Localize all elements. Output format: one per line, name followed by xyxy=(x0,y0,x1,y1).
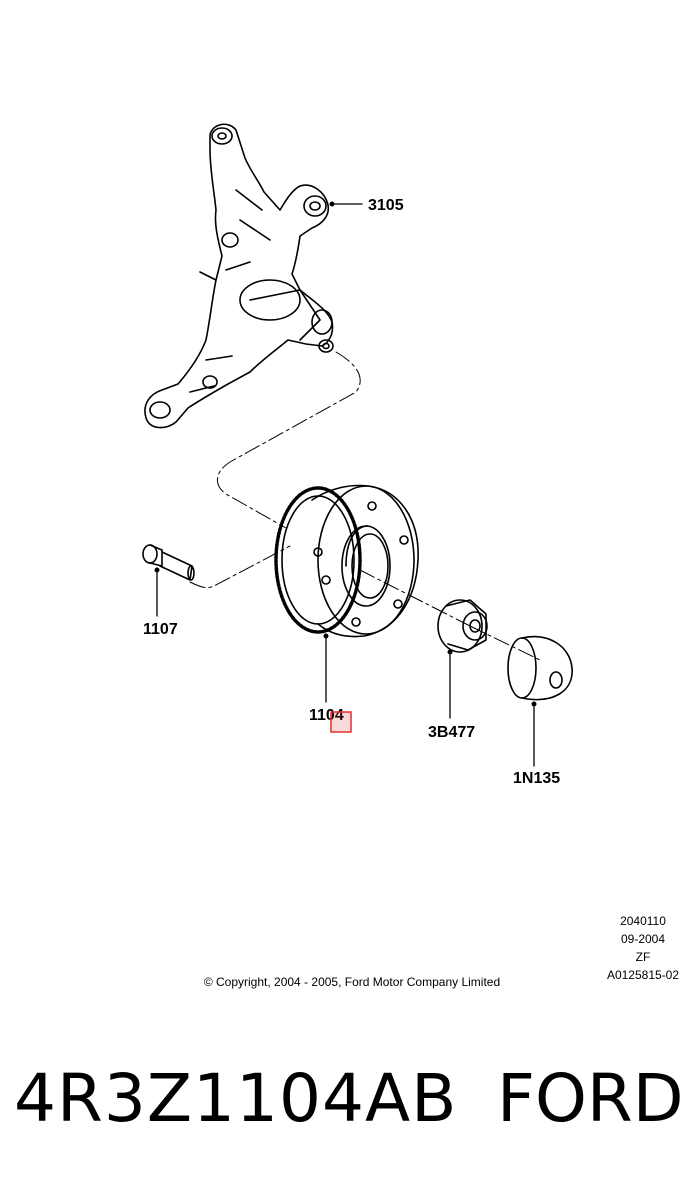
wheel-bolt-illustration xyxy=(142,544,195,581)
steering-knuckle-illustration xyxy=(144,123,334,429)
callout-3105: 3105 xyxy=(368,197,404,214)
highlight-marker[interactable] xyxy=(330,711,352,733)
info-line-2: 09-2004 xyxy=(621,932,665,946)
callout-3B477: 3B477 xyxy=(428,724,475,741)
drawing-info-block: 2040110 09-2004 ZF A0125815-02 xyxy=(607,914,679,982)
info-line-4: A0125815-02 xyxy=(607,968,679,982)
leader-dots xyxy=(154,201,537,707)
brand-name: FORD xyxy=(497,1060,684,1137)
part-number: 4R3Z1104AB xyxy=(14,1060,458,1137)
callout-1N135: 1N135 xyxy=(513,770,560,787)
copyright-notice: © Copyright, 2004 - 2005, Ford Motor Com… xyxy=(204,975,500,989)
wheel-hub-illustration xyxy=(274,484,419,638)
assembly-centerlines xyxy=(189,351,541,661)
hub-nut-illustration xyxy=(437,599,488,653)
callout-1107: 1107 xyxy=(143,621,178,638)
dust-cap-illustration xyxy=(507,635,573,701)
info-line-1: 2040110 xyxy=(620,914,666,928)
info-line-3: ZF xyxy=(636,950,651,964)
leader-lines xyxy=(156,203,535,767)
